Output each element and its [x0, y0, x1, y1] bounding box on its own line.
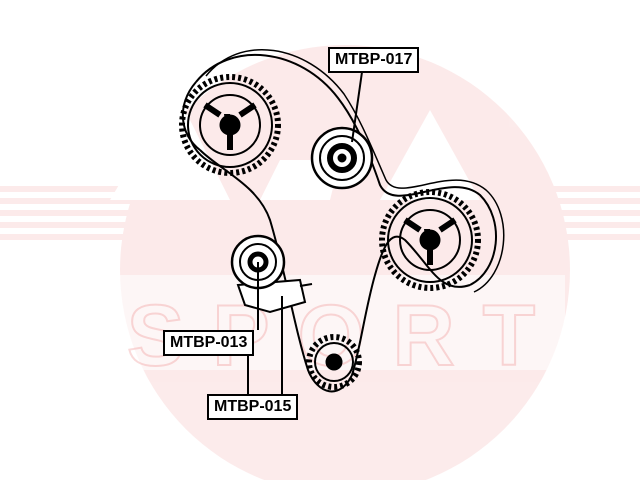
part-label-mtbp-015: MTBP-015: [207, 394, 299, 420]
leader-lines: [247, 71, 363, 394]
cam-gear-right: 7: [379, 189, 481, 291]
svg-text:7: 7: [224, 113, 230, 125]
cam-gear-left: 7: [179, 74, 281, 176]
part-label-mtbp-013: MTBP-013: [163, 330, 255, 356]
idler-pulley: [310, 126, 374, 190]
part-label-mtbp-017: MTBP-017: [328, 47, 420, 73]
watermark: [0, 45, 640, 480]
crank-gear: [306, 334, 362, 390]
svg-text:7: 7: [424, 228, 430, 240]
watermark-peaks: [110, 90, 480, 200]
watermark-stripes: [0, 186, 640, 240]
leader-line-017: [351, 71, 363, 143]
watermark-circle: [120, 45, 570, 480]
tensioner-pulley: [230, 234, 313, 314]
